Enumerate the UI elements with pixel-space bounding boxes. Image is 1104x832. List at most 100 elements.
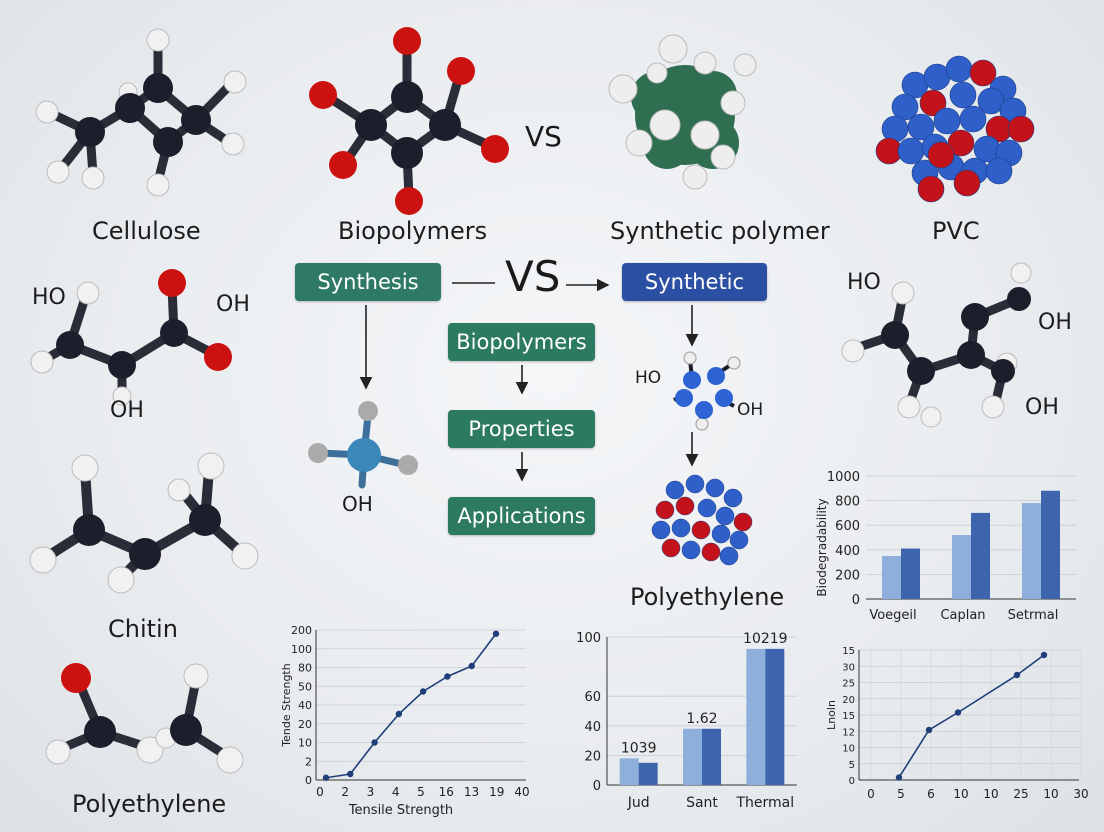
pvc-structure-molecule: [841, 262, 1032, 428]
y-tick-label: 20: [298, 718, 312, 731]
y-tick-label: 0: [849, 776, 855, 787]
biopolymer-molecule: [309, 27, 509, 215]
data-point: [395, 710, 403, 718]
bar-series-2: [901, 548, 920, 599]
y-tick-label: 40: [584, 720, 601, 735]
data-point: [925, 726, 933, 734]
y-tick-label: 15: [842, 711, 855, 722]
x-tick-label: 40: [514, 785, 529, 799]
bar-series-2: [702, 728, 721, 785]
data-point: [371, 739, 378, 746]
chitin-label: Chitin: [108, 615, 178, 643]
bar-series-2: [1041, 490, 1060, 599]
y-tick-label: 80: [298, 662, 312, 675]
y-tick-label: 600: [835, 519, 860, 534]
biopolymers-box: Biopolymers: [448, 323, 595, 361]
polyethylene-cluster: [651, 474, 753, 566]
x-tick-label: 13: [464, 785, 479, 799]
synthetic-box: Synthetic: [622, 263, 767, 301]
bar-series-2: [638, 762, 658, 785]
x-tick-label: 0: [316, 785, 324, 799]
oh-label-left-right: OH: [216, 292, 250, 317]
properties-box: Properties: [448, 410, 595, 448]
x-category-label: Voegeil: [869, 608, 916, 623]
data-point: [954, 709, 962, 716]
polyethylene-label-left: Polyethylene: [72, 790, 227, 818]
pvc-label: PVC: [932, 217, 980, 245]
bar-data-label: 1039: [621, 740, 657, 756]
y-tick-label: 0: [305, 774, 312, 787]
polyethylene-molecule-left: [45, 663, 244, 774]
x-axis-label: Tensile Strength: [348, 803, 453, 818]
ho-label-left: HO: [32, 285, 66, 310]
x-tick-label: 5: [417, 785, 425, 799]
biopolymers-label: Biopolymers: [338, 217, 488, 245]
y-tick-label: 10: [298, 737, 312, 750]
x-category-label: Thermal: [736, 795, 795, 811]
y-tick-label: 60: [584, 690, 601, 705]
chitin-molecule: [29, 452, 259, 594]
vs-label-middle: VS: [505, 252, 561, 301]
y-tick-label: 12: [842, 727, 855, 738]
x-tick-label: 19: [489, 785, 504, 799]
x-category-label: Jud: [627, 795, 650, 811]
y-axis-label: Lnoln: [825, 700, 838, 730]
cellulose-label: Cellulose: [92, 217, 201, 245]
line-series: [898, 654, 1045, 778]
bar-series-1: [619, 758, 639, 785]
y-tick-label: 40: [298, 699, 312, 712]
bar-data-label: 10219: [743, 631, 788, 647]
pvc-cluster: [875, 55, 1035, 203]
hydroxy-acid-molecule: [30, 269, 232, 406]
blue-ring-molecule: [673, 351, 741, 431]
y-tick-label: 15: [842, 646, 855, 657]
x-tick-label: 6: [927, 787, 935, 801]
x-tick-label: 4: [392, 785, 400, 799]
synthetic-polymer-cluster: [608, 34, 757, 190]
oh-label-center-right: OH: [737, 400, 764, 420]
bar-series-1: [1022, 503, 1041, 599]
data-point: [322, 774, 330, 781]
ho-label-pvc: HO: [847, 270, 881, 295]
data-point: [419, 688, 427, 695]
y-tick-label: 200: [835, 568, 860, 583]
x-tick-label: 2: [341, 785, 349, 799]
x-category-label: Setrmal: [1008, 608, 1059, 623]
polyethylene-label-center: Polyethylene: [630, 583, 785, 611]
y-tick-label: 25: [842, 679, 855, 690]
x-tick-label: 3: [367, 785, 375, 799]
oh-label-pvc-bottom: OH: [1025, 395, 1059, 420]
y-tick-label: 1000: [827, 470, 860, 485]
bar-series-1: [952, 535, 971, 599]
y-tick-label: 400: [835, 544, 860, 559]
bar-series-1: [683, 728, 702, 785]
data-point: [444, 673, 451, 680]
bar-data-label: 1.62: [686, 711, 717, 727]
y-tick-label: 2: [305, 755, 312, 768]
methanol-molecule: [308, 401, 418, 489]
synthesis-box: Synthesis: [295, 263, 441, 301]
y-axis-label: Biodegradability: [815, 498, 829, 596]
x-tick-label: 16: [439, 785, 454, 799]
data-point: [492, 630, 500, 637]
x-tick-label: 25: [1013, 787, 1028, 801]
y-tick-label: 100: [576, 631, 601, 646]
x-tick-label: 30: [1073, 787, 1088, 801]
bar-series-1: [746, 648, 766, 785]
y-axis-label: Tende Strength: [280, 663, 293, 747]
vs-label-top: VS: [525, 120, 562, 153]
y-tick-label: 800: [835, 495, 860, 510]
x-category-label: Sant: [686, 795, 718, 811]
x-tick-label: 10: [953, 787, 968, 801]
ho-label-center-right: HO: [635, 368, 662, 388]
y-tick-label: 5: [849, 760, 855, 771]
synthetic-polymer-label: Synthetic polymer: [610, 217, 830, 245]
oh-label-pvc-top: OH: [1038, 310, 1072, 335]
data-point: [1013, 671, 1021, 679]
applications-box: Applications: [448, 497, 595, 535]
biodegradability-bar-chart: 02004006008001000BiodegradabilityVoegeil…: [815, 470, 1076, 623]
data-point: [895, 774, 903, 781]
bar-series-2: [971, 512, 990, 599]
